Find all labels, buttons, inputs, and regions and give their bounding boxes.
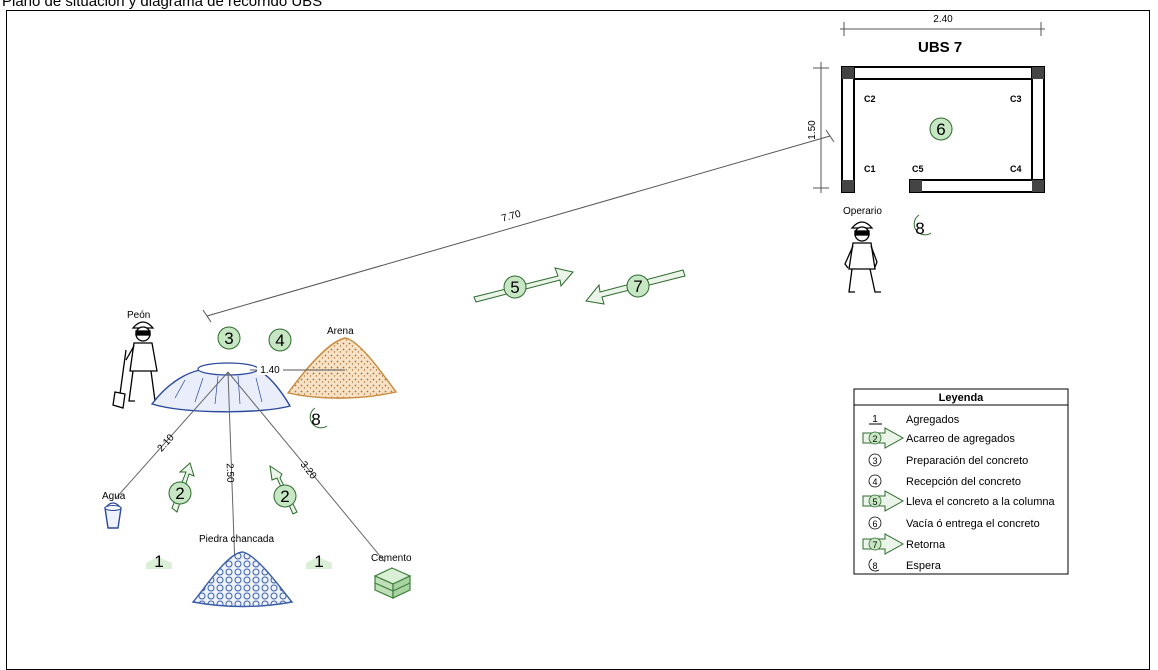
marker-8-pile: 8 [309,407,328,429]
arena-label: Arena [327,326,354,337]
distance-agua: 2.10 [156,432,177,454]
marker-6: 6 [929,117,953,141]
legend-symbol-2: 2 [862,427,905,449]
column-c5: C5 [912,164,924,174]
line-to-agua [115,371,229,499]
peon-figure [112,321,161,409]
legend-label-1: Agregados [906,414,960,426]
dimension-line-ubs [206,135,831,317]
marker-1-right: 1 [306,552,332,571]
marker-2-right: 2 [269,464,298,515]
piedra-label: Piedra chancada [199,534,274,545]
marker-1-left: 1 [146,552,172,571]
svg-text:7: 7 [633,277,642,296]
marker-8-operario: 8 [913,214,932,238]
legend-label-5: Lleva el concreto a la columna [906,496,1055,508]
column-c2: C2 [864,94,876,104]
plan-name: UBS 7 [918,39,962,56]
legend-symbol-7: 7 [862,533,905,555]
bucket-icon [104,502,122,529]
legend-label-7: Retorna [906,539,946,551]
piedra-pile [191,551,294,608]
marker-3: 3 [217,326,241,350]
legend: Leyenda 1 2 3 4 5 6 [853,388,1069,575]
svg-text:5: 5 [510,278,519,297]
cement-bags-icon [373,567,412,599]
svg-text:5: 5 [872,497,877,507]
svg-text:4: 4 [872,477,877,487]
svg-text:2: 2 [872,434,877,444]
line-to-piedra [227,371,236,569]
svg-text:3: 3 [872,456,877,466]
svg-text:8: 8 [872,561,877,571]
svg-text:1: 1 [872,414,878,425]
column-c4: C4 [1010,164,1022,174]
legend-label-3: Preparación del concreto [906,455,1028,467]
mixing-pile [150,362,292,413]
legend-symbol-3: 3 [868,453,882,467]
legend-label-2: Acarreo de agregados [906,433,1015,445]
legend-symbol-6: 6 [868,516,882,530]
legend-symbol-8: 8 [868,558,880,572]
legend-symbol-4: 4 [868,474,882,488]
legend-label-4: Recepción del concreto [906,476,1021,488]
svg-text:1: 1 [314,552,323,571]
svg-text:1: 1 [154,552,163,571]
line-to-cemento [227,371,386,563]
column-c1: C1 [864,164,876,174]
page-title: Plano de situación y diagrama de recorri… [2,0,323,10]
distance-piedra: 2.50 [224,463,236,483]
peon-label: Peón [127,310,150,321]
svg-text:2: 2 [175,484,184,503]
svg-text:6: 6 [936,120,945,139]
marker-2-left: 2 [168,462,195,513]
legend-label-8: Espera [906,560,942,572]
column-c3: C3 [1010,94,1022,104]
marker-4: 4 [268,328,292,352]
svg-text:4: 4 [275,331,284,350]
legend-symbol-5: 5 [862,490,905,512]
legend-symbol-1: 1 [869,414,882,425]
svg-text:6: 6 [872,519,877,529]
ubs-plan: 2.40 UBS 7 1.50 C2 C3 C1 C5 C4 [807,14,1045,193]
arrow-5: 5 [473,267,574,303]
svg-text:2: 2 [280,487,289,506]
cemento-label: Cemento [371,553,412,564]
width-dimension: 2.40 [933,14,953,25]
legend-label-6: Vacía ó entrega el concreto [906,518,1040,530]
operario-label: Operario [843,206,882,217]
distance-ubs: 7.70 [500,209,522,225]
operario-figure [844,221,881,293]
arrow-7: 7 [585,269,686,305]
svg-text:8: 8 [311,410,320,429]
height-dimension: 1.50 [807,120,818,140]
legend-title: Leyenda [939,392,985,404]
arena-pile [286,337,398,399]
distance-arena: 1.40 [260,365,280,376]
svg-text:8: 8 [915,219,924,238]
svg-text:7: 7 [872,540,877,550]
agua-label: Agua [102,491,126,502]
svg-text:3: 3 [224,329,233,348]
